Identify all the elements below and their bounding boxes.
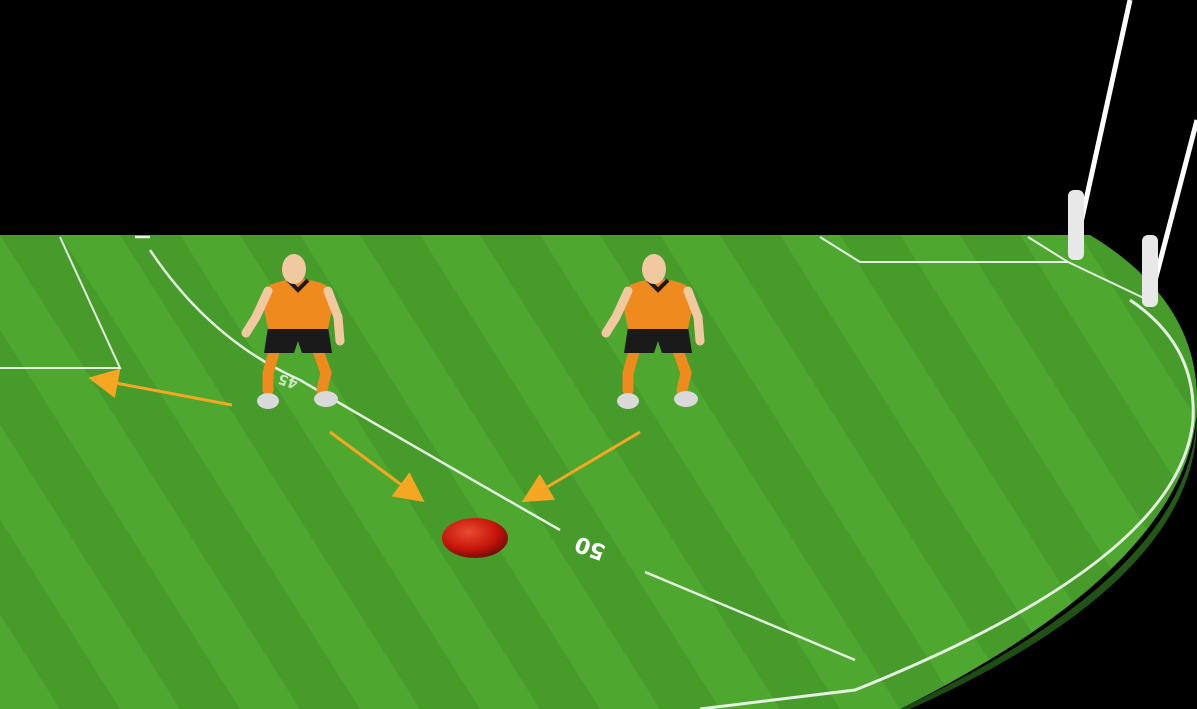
field-surface xyxy=(0,235,1197,709)
goal-post-left-padding xyxy=(1068,190,1084,260)
football-body xyxy=(442,518,508,558)
goal-post-right-padding xyxy=(1142,235,1158,307)
football xyxy=(442,518,508,558)
sky-background xyxy=(0,0,1197,235)
